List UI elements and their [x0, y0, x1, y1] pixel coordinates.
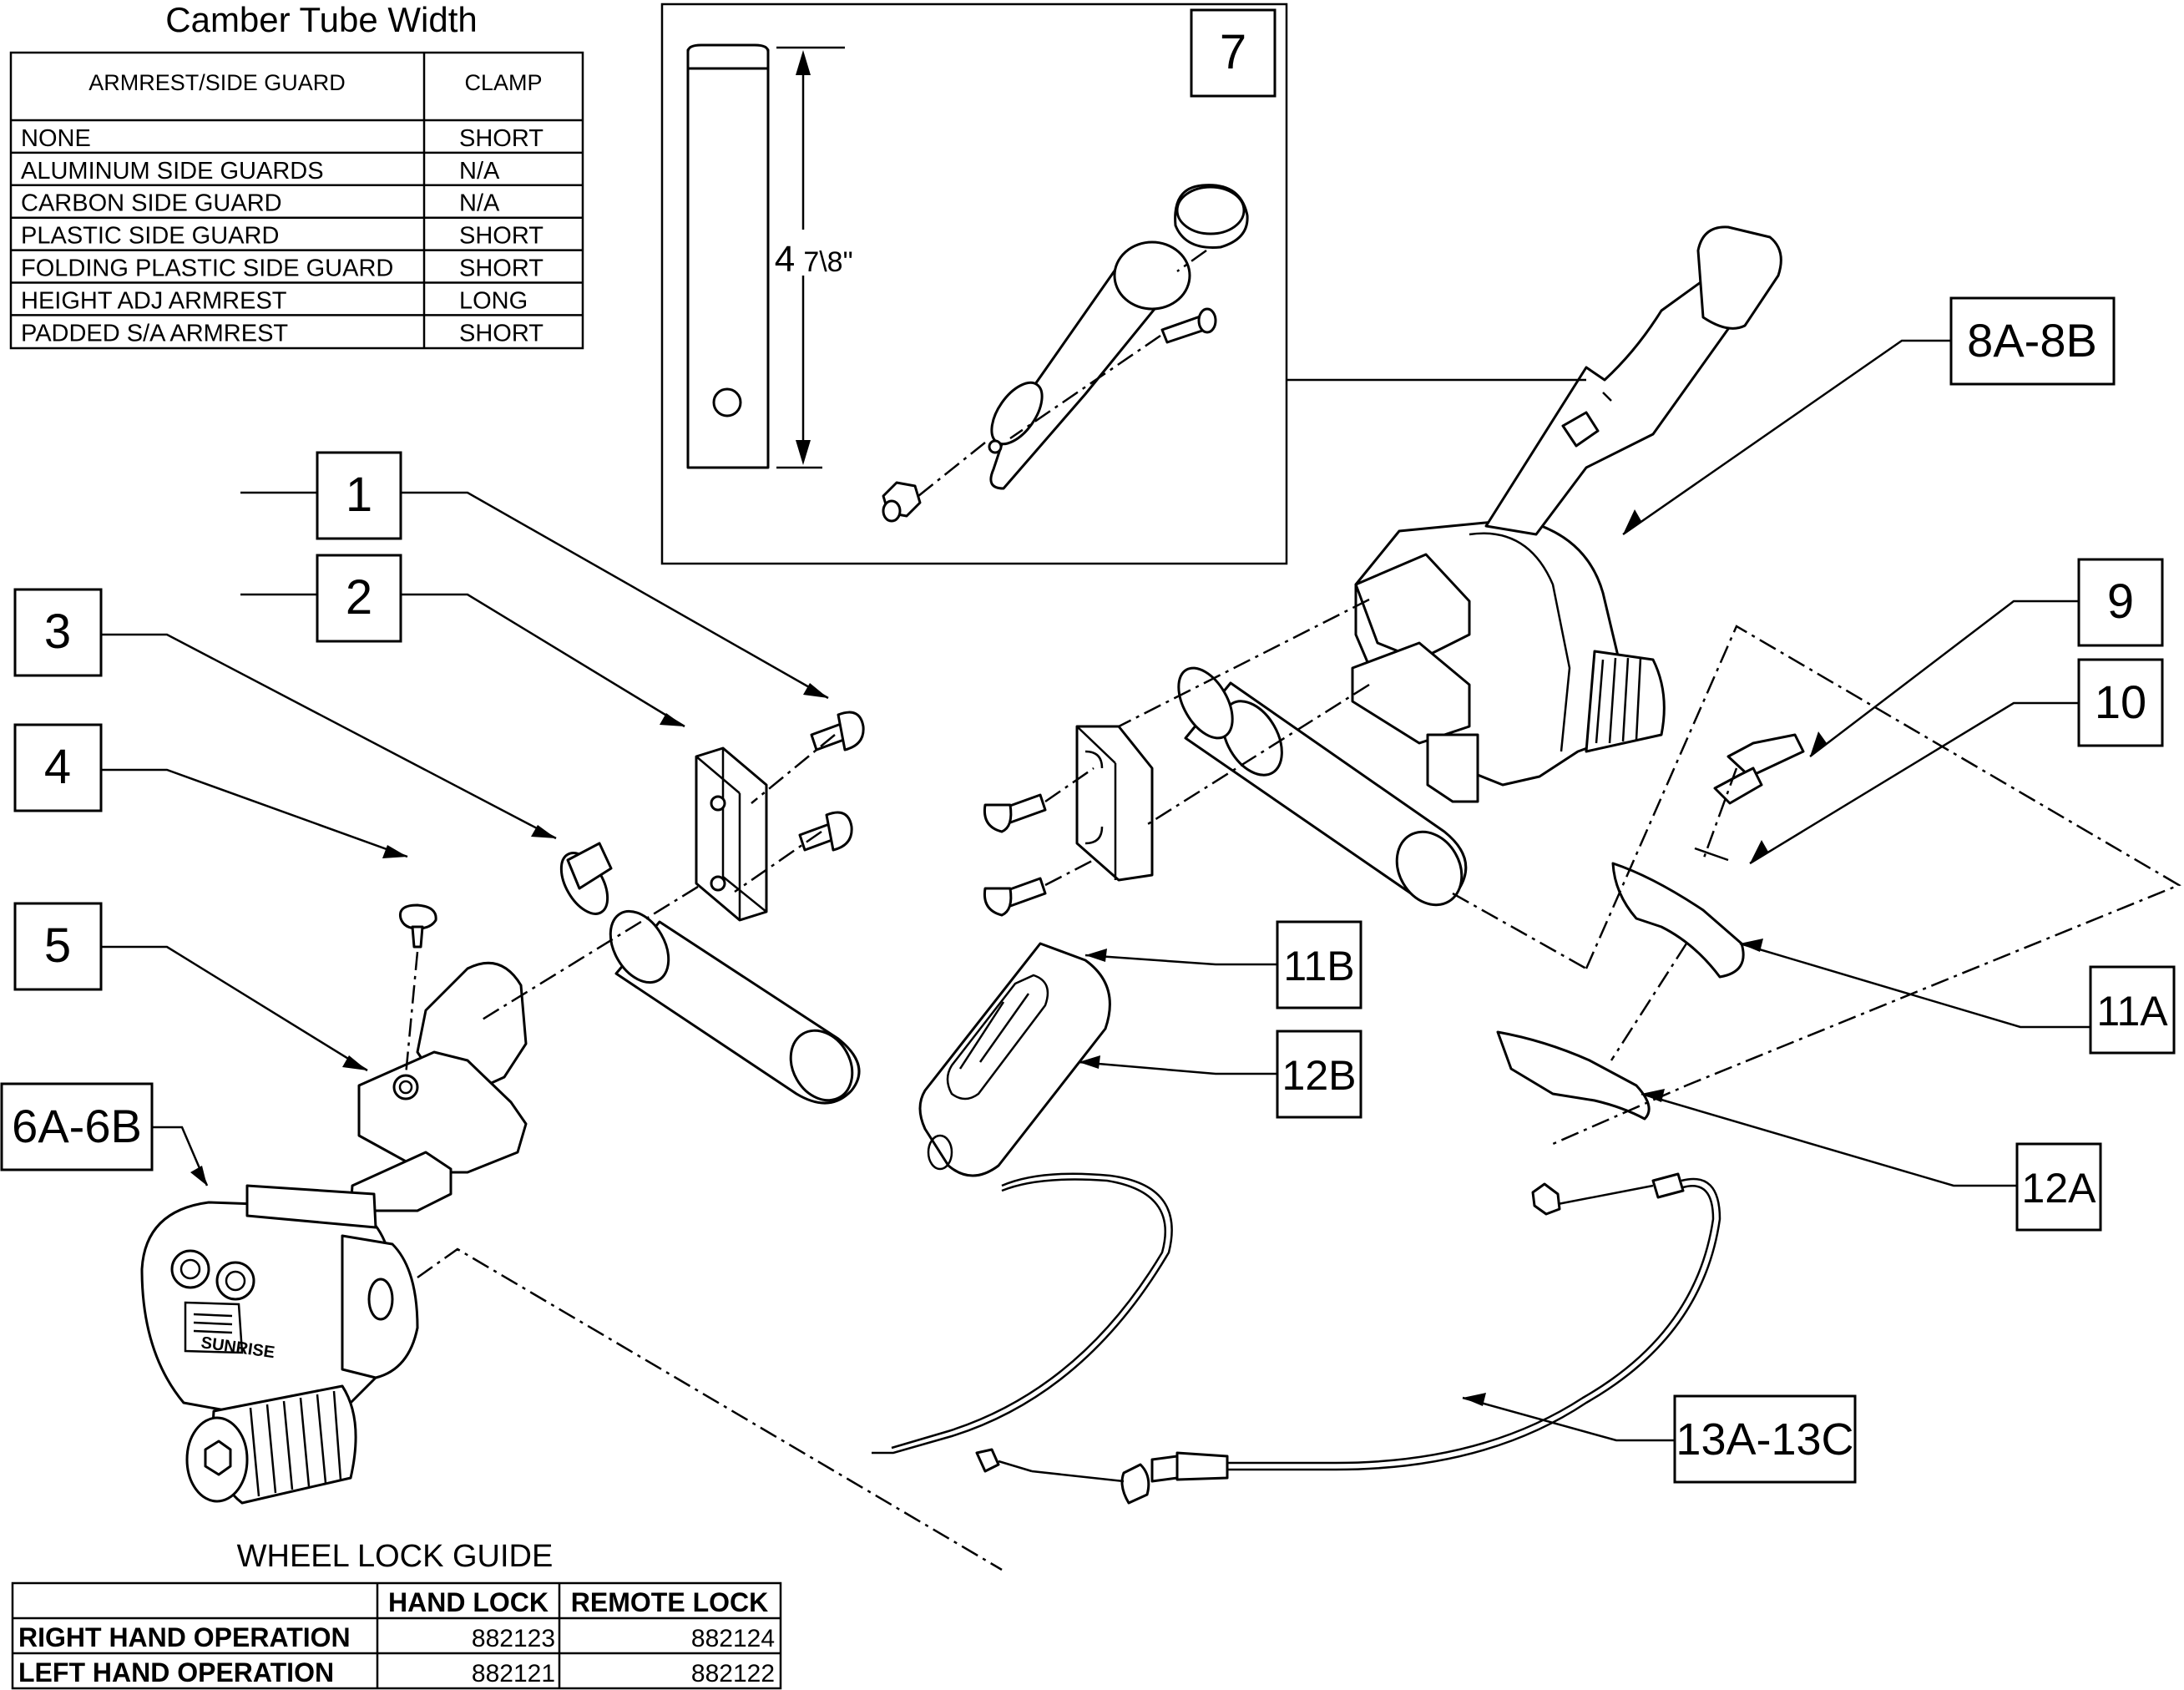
callout-11a: 11A: [2089, 965, 2176, 1055]
camber-row-label: PLASTIC SIDE GUARD: [21, 223, 279, 250]
svg-text:11B: 11B: [1283, 943, 1354, 989]
callout-11b: 11B: [1276, 920, 1362, 1009]
callout-5: 5: [13, 902, 103, 991]
wheel-lock-row1-hand: 882123: [472, 1625, 555, 1652]
svg-text:8A-8B: 8A-8B: [1967, 314, 2097, 367]
part-8-wheel-lock-assembly: [983, 225, 1782, 970]
camber-row-clamp: SHORT: [459, 223, 543, 250]
svg-text:4: 4: [44, 740, 71, 794]
svg-text:10: 10: [2095, 675, 2146, 728]
part-11b-12b-bracket: [918, 942, 1111, 1177]
callout-13a-13c: 13A-13C: [1673, 1394, 1857, 1484]
callout-12a: 12A: [2015, 1142, 2102, 1232]
camber-header-armrest: ARMREST/SIDE GUARD: [88, 70, 346, 95]
callout-1: 1: [316, 451, 402, 540]
wheel-lock-row2-label: LEFT HAND OPERATION: [18, 1657, 334, 1687]
callout-3: 3: [13, 588, 103, 677]
callout-9: 9: [2077, 558, 2164, 647]
wheel-lock-header-remote: REMOTE LOCK: [571, 1587, 768, 1617]
camber-row-clamp: SHORT: [459, 320, 543, 347]
part-5-clamp: [349, 961, 528, 1212]
part-4-screw: [398, 903, 437, 949]
part-2-plate: [695, 746, 768, 922]
part-1-screws: [798, 711, 865, 852]
camber-row-clamp: N/A: [459, 158, 500, 185]
camber-row-label: HEIGHT ADJ ARMREST: [21, 287, 287, 314]
svg-text:3: 3: [44, 605, 71, 659]
callout-6a-6b: 6A-6B: [0, 1082, 154, 1171]
svg-text:2: 2: [346, 570, 372, 625]
camber-row-label: PADDED S/A ARMREST: [21, 320, 288, 347]
camber-row-clamp: LONG: [459, 287, 528, 314]
tube-length-dimension: 4 7\8": [775, 46, 853, 469]
camber-tube-drawing: [686, 43, 770, 469]
svg-text:12A: 12A: [2022, 1165, 2097, 1212]
svg-text:11A: 11A: [2096, 988, 2168, 1035]
camber-row-label: FOLDING PLASTIC SIDE GUARD: [21, 256, 393, 282]
callout-2: 2: [316, 554, 402, 643]
svg-text:12B: 12B: [1282, 1052, 1357, 1099]
camber-table-title: Camber Tube Width: [165, 0, 478, 39]
wheel-lock-row1-label: RIGHT HAND OPERATION: [18, 1622, 351, 1652]
wheel-lock-header-hand: HAND LOCK: [388, 1587, 549, 1617]
callout-8a-8b: 8A-8B: [1949, 296, 2116, 386]
camber-row-clamp: SHORT: [459, 256, 543, 282]
svg-text:1: 1: [346, 468, 372, 522]
camber-row-label: CARBON SIDE GUARD: [21, 190, 282, 217]
part-6-lock-body: SUNRISE: [140, 1184, 1003, 1571]
dimension-whole: 4: [775, 239, 795, 280]
detail-7-inset: 7 4 7\8": [660, 3, 1288, 565]
tube-assembly-left: [559, 842, 861, 1105]
svg-text:6A-6B: 6A-6B: [12, 1100, 142, 1152]
callout-12b: 12B: [1276, 1030, 1362, 1119]
wheel-lock-row2-hand: 882121: [472, 1660, 555, 1687]
svg-text:9: 9: [2107, 574, 2134, 629]
camber-row-label: ALUMINUM SIDE GUARDS: [21, 158, 324, 185]
part-13-remote-cable: [872, 1172, 1721, 1505]
svg-text:13A-13C: 13A-13C: [1676, 1414, 1853, 1465]
camber-tube-width-table: Camber Tube Width NONE SHORT ALUMINUM SIDE…: [9, 0, 584, 350]
wheel-lock-row2-remote: 882122: [691, 1660, 775, 1687]
svg-text:5: 5: [44, 918, 71, 973]
camber-row-clamp: N/A: [459, 190, 500, 217]
wheel-lock-table-title: WHEEL LOCK GUIDE: [237, 1539, 554, 1574]
left-assembly-drawing: [349, 711, 865, 1212]
camber-row-clamp: SHORT: [459, 125, 543, 152]
wheel-lock-row1-remote: 882124: [691, 1625, 775, 1652]
camber-header-clamp: CLAMP: [464, 70, 542, 95]
remote-lock-parts: [1496, 625, 2181, 1146]
callout-7-label: 7: [1220, 25, 1246, 79]
camber-row-label: NONE: [21, 125, 91, 152]
extension-handle-drawing: [882, 184, 1249, 523]
callout-4: 4: [13, 723, 103, 812]
wheel-lock-guide-table: WHEEL LOCK GUIDE HAND LOCK REMOTE LOCK R…: [11, 1539, 782, 1690]
dimension-fraction: 7\8": [803, 246, 852, 278]
callout-10: 10: [2077, 658, 2164, 747]
